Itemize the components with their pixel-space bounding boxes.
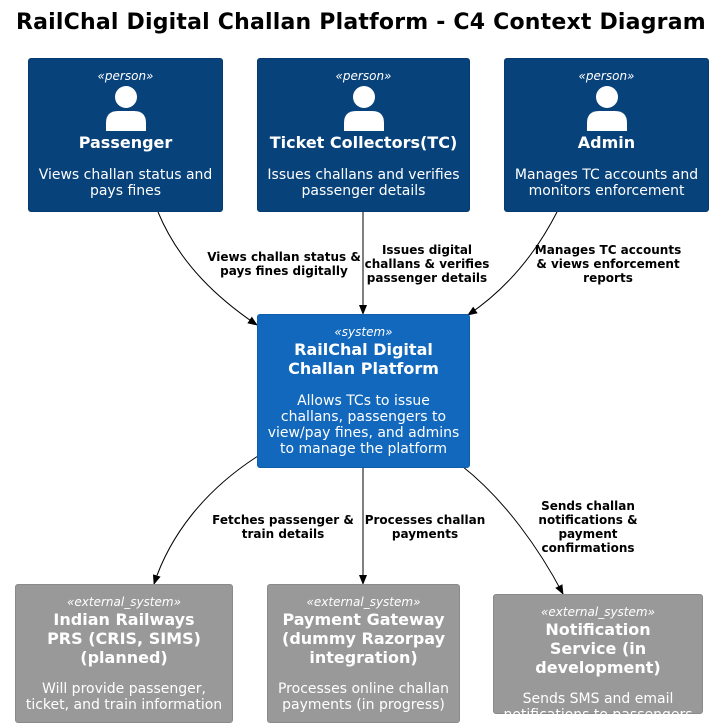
system-name: RailChal Digital Challan Platform: [288, 340, 439, 378]
stereotype-label: «person»: [335, 69, 392, 83]
arrow-system-to-notification: [461, 465, 564, 595]
relation-label-notification: Sends challan notifications & payment co…: [538, 499, 638, 555]
relation-label-admin: Manages TC accounts & views enforcement …: [534, 243, 682, 285]
person-name: Admin: [577, 133, 636, 152]
person-icon: [105, 86, 146, 131]
arrow-admin-to-system: [467, 211, 558, 316]
external-system-description: Will provide passenger, ticket, and trai…: [25, 681, 223, 713]
person-ticket-collectors: «person» Ticket Collectors(TC) Issues ch…: [257, 58, 470, 212]
relation-label-prs: Fetches passenger & train details: [212, 513, 354, 541]
relation-label-payment: Processes challan payments: [364, 513, 486, 541]
arrow-system-to-prs: [152, 455, 259, 585]
person-passenger: «person» Passenger Views challan status …: [28, 58, 223, 212]
person-icon: [343, 86, 384, 131]
external-system-prs: «external_system» Indian Railways PRS (C…: [15, 584, 233, 723]
person-name: Passenger: [78, 133, 173, 152]
external-system-description: Sends SMS and email notifications to pas…: [503, 691, 693, 723]
stereotype-label: «external_system»: [67, 595, 181, 609]
stereotype-label: «person»: [97, 69, 154, 83]
stereotype-label: «system»: [334, 325, 393, 339]
external-system-payment-gateway: «external_system» Payment Gateway (dummy…: [267, 584, 460, 723]
external-system-name: Indian Railways PRS (CRIS, SIMS) (planne…: [47, 610, 201, 667]
person-description: Views challan status and pays fines: [38, 167, 213, 199]
stereotype-label: «external_system»: [306, 595, 421, 609]
arrow-passenger-to-system: [157, 211, 258, 326]
system-description: Allows TCs to issue challans, passengers…: [267, 393, 460, 457]
external-system-name: Notification Service (in development): [535, 620, 661, 677]
person-description: Issues challans and verifies passenger d…: [267, 167, 460, 199]
person-admin: «person» Admin Manages TC accounts and m…: [504, 58, 709, 212]
person-description: Manages TC accounts and monitors enforce…: [514, 167, 699, 199]
stereotype-label: «external_system»: [541, 605, 655, 619]
relation-label-tc: Issues digital challans & verifies passe…: [364, 243, 490, 285]
person-icon: [586, 86, 627, 131]
system-railchal: «system» RailChal Digital Challan Platfo…: [257, 314, 470, 468]
stereotype-label: «person»: [578, 69, 635, 83]
relation-label-passenger: Views challan status & pays fines digita…: [207, 250, 361, 278]
external-system-notification: «external_system» Notification Service (…: [493, 594, 703, 723]
external-system-name: Payment Gateway (dummy Razorpay integrat…: [282, 610, 445, 667]
diagram-title: RailChal Digital Challan Platform - C4 C…: [16, 10, 706, 35]
external-system-description: Processes online challan payments (in pr…: [277, 681, 449, 713]
person-name: Ticket Collectors(TC): [269, 133, 458, 152]
